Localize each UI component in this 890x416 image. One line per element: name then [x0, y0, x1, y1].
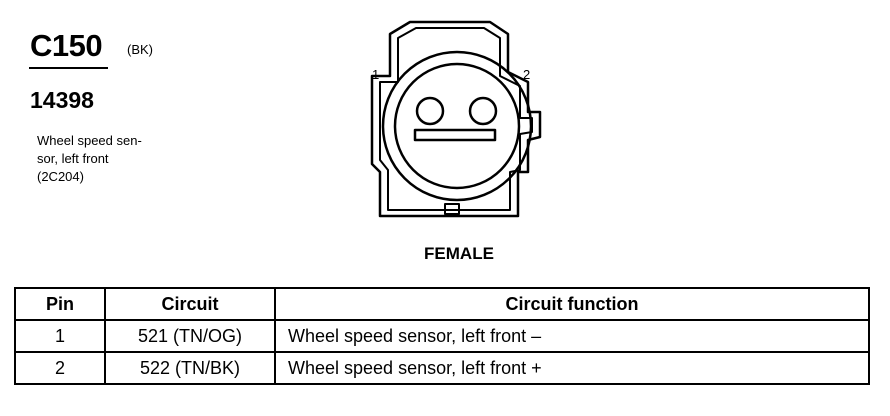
- connector-key-bar: [413, 128, 497, 142]
- table-row: 2 522 (TN/BK) Wheel speed sensor, left f…: [14, 351, 870, 385]
- pin-label-1: 1: [372, 67, 379, 82]
- pin-cavity-2: [468, 96, 498, 126]
- header-circuit: Circuit: [104, 287, 276, 321]
- part-number: 14398: [30, 87, 94, 113]
- circuit-cell: 521 (TN/OG): [104, 319, 276, 353]
- description-line: sor, left front: [37, 151, 109, 166]
- connector-color-code: (BK): [127, 42, 153, 57]
- description-line: Wheel speed sen-: [37, 133, 142, 148]
- connector-latch: [444, 203, 460, 215]
- connector-gender-label: FEMALE: [424, 244, 494, 263]
- header-circuit-function: Circuit function: [274, 287, 870, 321]
- pin-cell: 1: [14, 319, 106, 353]
- description-line: (2C204): [37, 169, 84, 184]
- pin-cell: 2: [14, 351, 106, 385]
- connector-face-inner: [393, 62, 521, 190]
- circuit-function-cell: Wheel speed sensor, left front +: [274, 351, 870, 385]
- id-underline: [29, 67, 108, 69]
- header-pin: Pin: [14, 287, 106, 321]
- connector-housing-inner: [379, 27, 533, 211]
- connector-description: Wheel speed sen- sor, left front (2C204): [37, 132, 142, 186]
- pinout-table: Pin Circuit Circuit function 1 521 (TN/O…: [14, 287, 870, 385]
- connector-face-diagram: 1 2: [370, 20, 542, 218]
- pin-label-2: 2: [523, 67, 530, 82]
- pin-cavity-1: [415, 96, 445, 126]
- table-header-row: Pin Circuit Circuit function: [14, 287, 870, 321]
- connector-face-outer: [381, 50, 533, 202]
- table-row: 1 521 (TN/OG) Wheel speed sensor, left f…: [14, 319, 870, 353]
- circuit-cell: 522 (TN/BK): [104, 351, 276, 385]
- connector-id: C150: [30, 28, 103, 63]
- circuit-function-cell: Wheel speed sensor, left front –: [274, 319, 870, 353]
